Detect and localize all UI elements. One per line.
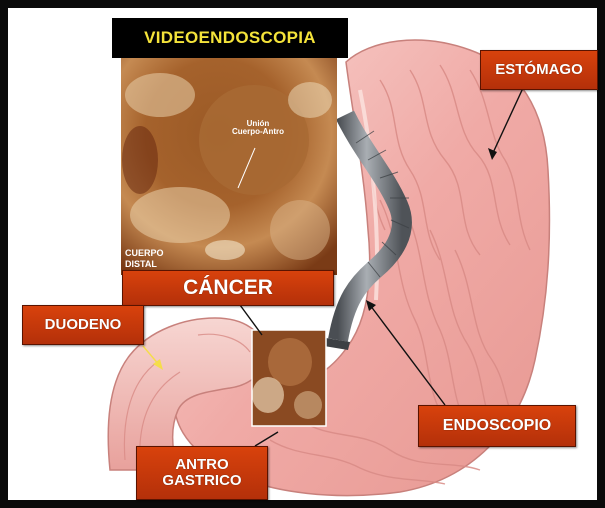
endoscopy-photo — [121, 57, 337, 275]
cancer-label: CÁNCER — [122, 270, 334, 306]
antro-label-line1: ANTRO — [175, 457, 228, 474]
estomago-label: ESTÓMAGO — [480, 50, 598, 90]
photo-region-label: Unión Cuerpo-Antro — [231, 120, 285, 136]
videoendoscopia-title: VIDEOENDOSCOPIA — [112, 18, 348, 58]
antro-gastrico-label: ANTRO GASTRICO — [136, 446, 268, 500]
photo-corner-label-line1: CUERPO — [125, 249, 164, 258]
photo-corner-label-line2: DISTAL — [125, 260, 157, 269]
antro-label-line2: GASTRICO — [162, 473, 241, 490]
duodeno-label: DUODENO — [22, 305, 144, 345]
endoscopio-label: ENDOSCOPIO — [418, 405, 576, 447]
cancer-photo — [252, 330, 326, 426]
